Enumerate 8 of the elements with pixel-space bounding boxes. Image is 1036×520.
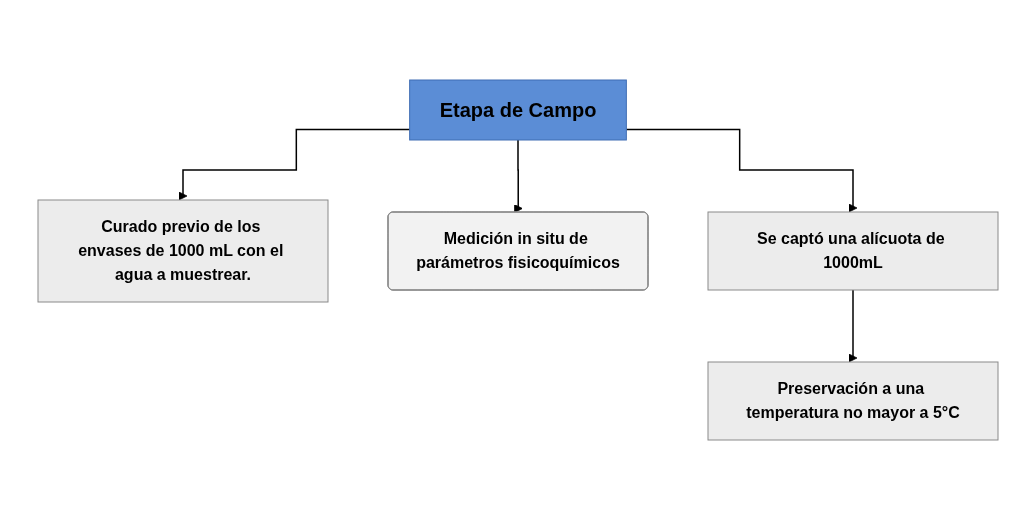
node-box: Curado previo de los envases de 1000 mL con el agua a muestrear. bbox=[37, 199, 329, 303]
arrow bbox=[514, 139, 523, 213]
arrow bbox=[178, 128, 411, 201]
node-box: Se captó una alícuota de 1000mL bbox=[707, 211, 999, 291]
arrow bbox=[625, 128, 858, 213]
node-box: Preservación a una temperatura no mayor a 5°C bbox=[707, 361, 999, 441]
node-box: Etapa de Campo bbox=[409, 79, 627, 141]
arrow bbox=[848, 289, 858, 363]
